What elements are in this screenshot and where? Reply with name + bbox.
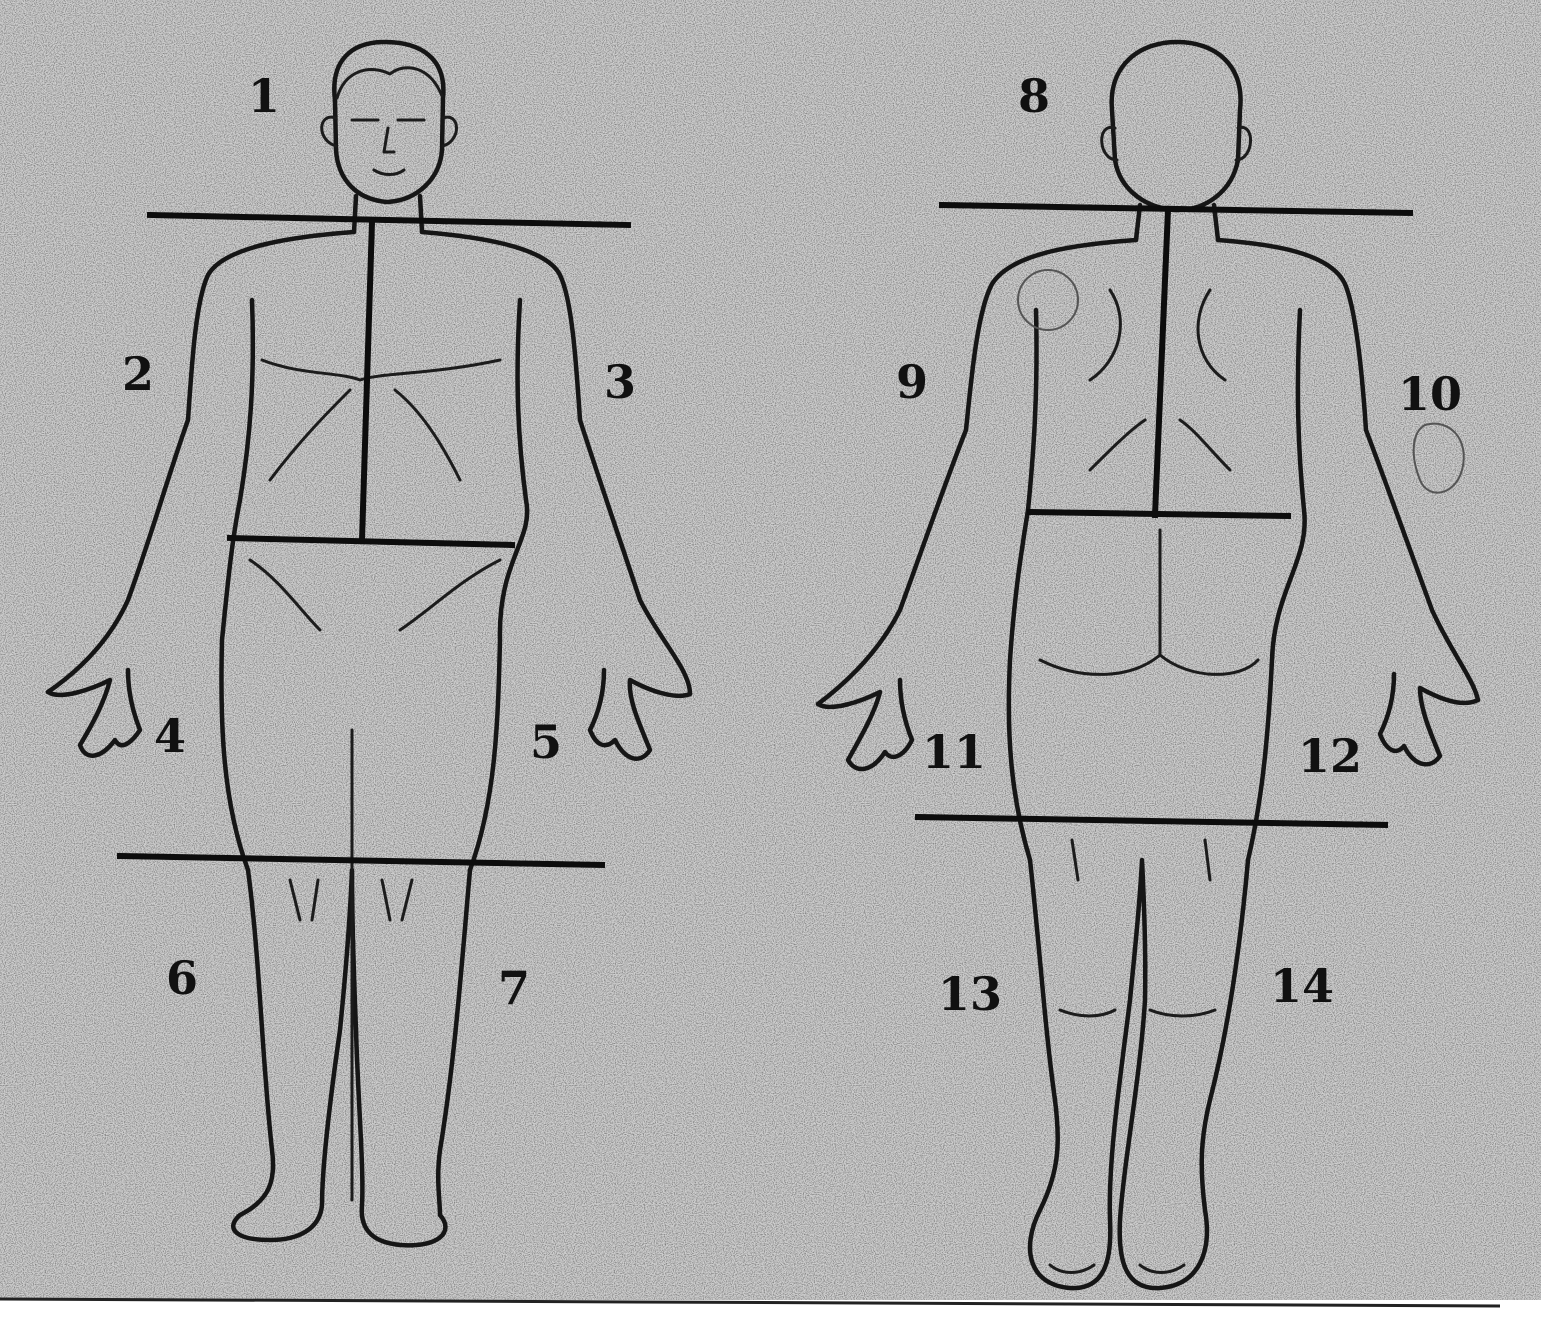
zone-label: 8 bbox=[1018, 69, 1050, 123]
zone-label: 5 bbox=[530, 715, 562, 769]
zone-label: 6 bbox=[166, 951, 198, 1005]
zone-label: 9 bbox=[896, 355, 928, 409]
zone-label: 2 bbox=[122, 347, 154, 401]
zone-label: 13 bbox=[938, 967, 1002, 1021]
back-divider-waist bbox=[1030, 512, 1288, 516]
zone-label: 10 bbox=[1398, 367, 1462, 421]
zone-label: 7 bbox=[498, 961, 530, 1015]
zone-label: 4 bbox=[154, 709, 186, 763]
zone-label: 1 bbox=[248, 69, 280, 123]
zone-label: 12 bbox=[1298, 729, 1362, 783]
zone-label: 14 bbox=[1270, 959, 1334, 1013]
zone-label: 3 bbox=[604, 355, 636, 409]
zone-label: 11 bbox=[922, 725, 986, 779]
